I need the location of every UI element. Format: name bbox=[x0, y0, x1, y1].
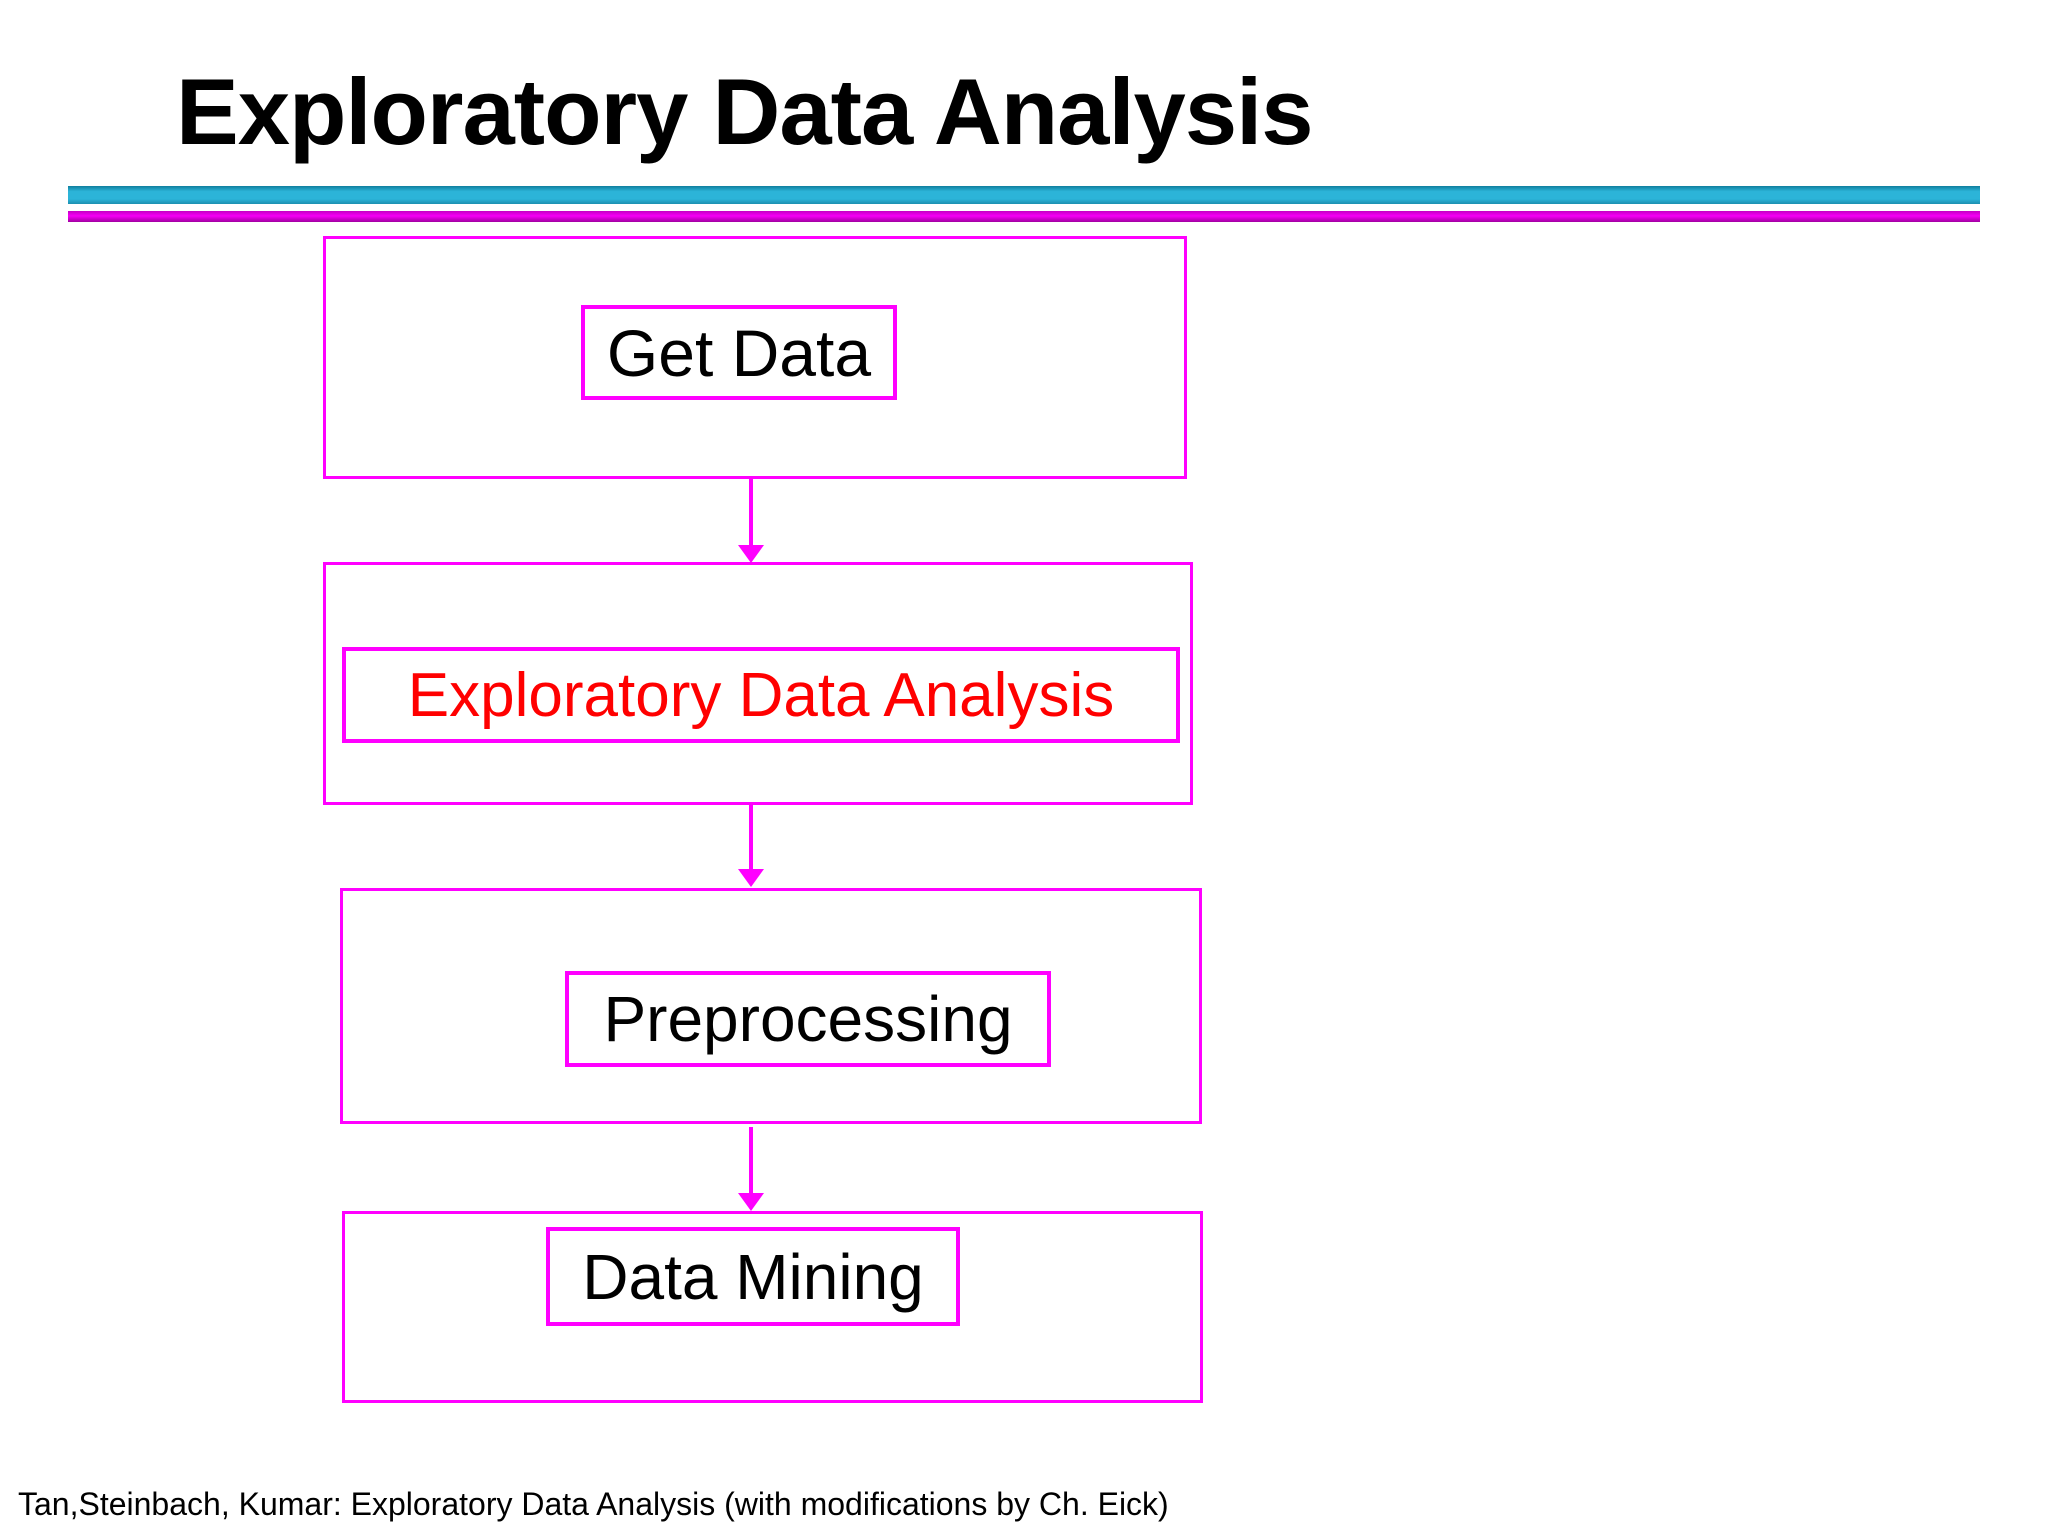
flow-step-box-preprocessing: Preprocessing bbox=[340, 888, 1202, 1124]
flow-step-label-box-data-mining: Data Mining bbox=[546, 1227, 960, 1326]
flow-connector-3 bbox=[736, 1127, 766, 1211]
attribution-text: Tan,Steinbach, Kumar: Exploratory Data A… bbox=[18, 1486, 1169, 1522]
flow-step-label-get-data: Get Data bbox=[606, 315, 872, 390]
flow-connector-2 bbox=[736, 805, 766, 887]
flow-connector-1 bbox=[736, 479, 766, 563]
flow-step-label-box-exploratory-data-analysis: Exploratory Data Analysis bbox=[342, 647, 1180, 743]
flow-step-box-exploratory-data-analysis: Exploratory Data Analysis bbox=[323, 562, 1193, 805]
title-underline-magenta-bar bbox=[68, 211, 1980, 222]
flow-step-label-exploratory-data-analysis: Exploratory Data Analysis bbox=[407, 660, 1115, 730]
flow-step-box-data-mining: Data Mining bbox=[342, 1211, 1203, 1403]
arrow-stem bbox=[749, 1127, 753, 1193]
flow-step-label-box-get-data: Get Data bbox=[581, 305, 897, 400]
arrow-down-icon bbox=[738, 1193, 764, 1211]
title-underline-cyan-bar bbox=[68, 186, 1980, 204]
arrow-down-icon bbox=[738, 545, 764, 563]
slide-title: Exploratory Data Analysis bbox=[176, 59, 1314, 164]
arrow-stem bbox=[749, 479, 753, 545]
flow-step-box-get-data: Get Data bbox=[323, 236, 1187, 479]
arrow-down-icon bbox=[738, 869, 764, 887]
flow-step-label-preprocessing: Preprocessing bbox=[603, 983, 1013, 1055]
flow-step-label-box-preprocessing: Preprocessing bbox=[565, 971, 1051, 1067]
arrow-stem bbox=[749, 805, 753, 869]
flow-step-label-data-mining: Data Mining bbox=[582, 1240, 924, 1313]
